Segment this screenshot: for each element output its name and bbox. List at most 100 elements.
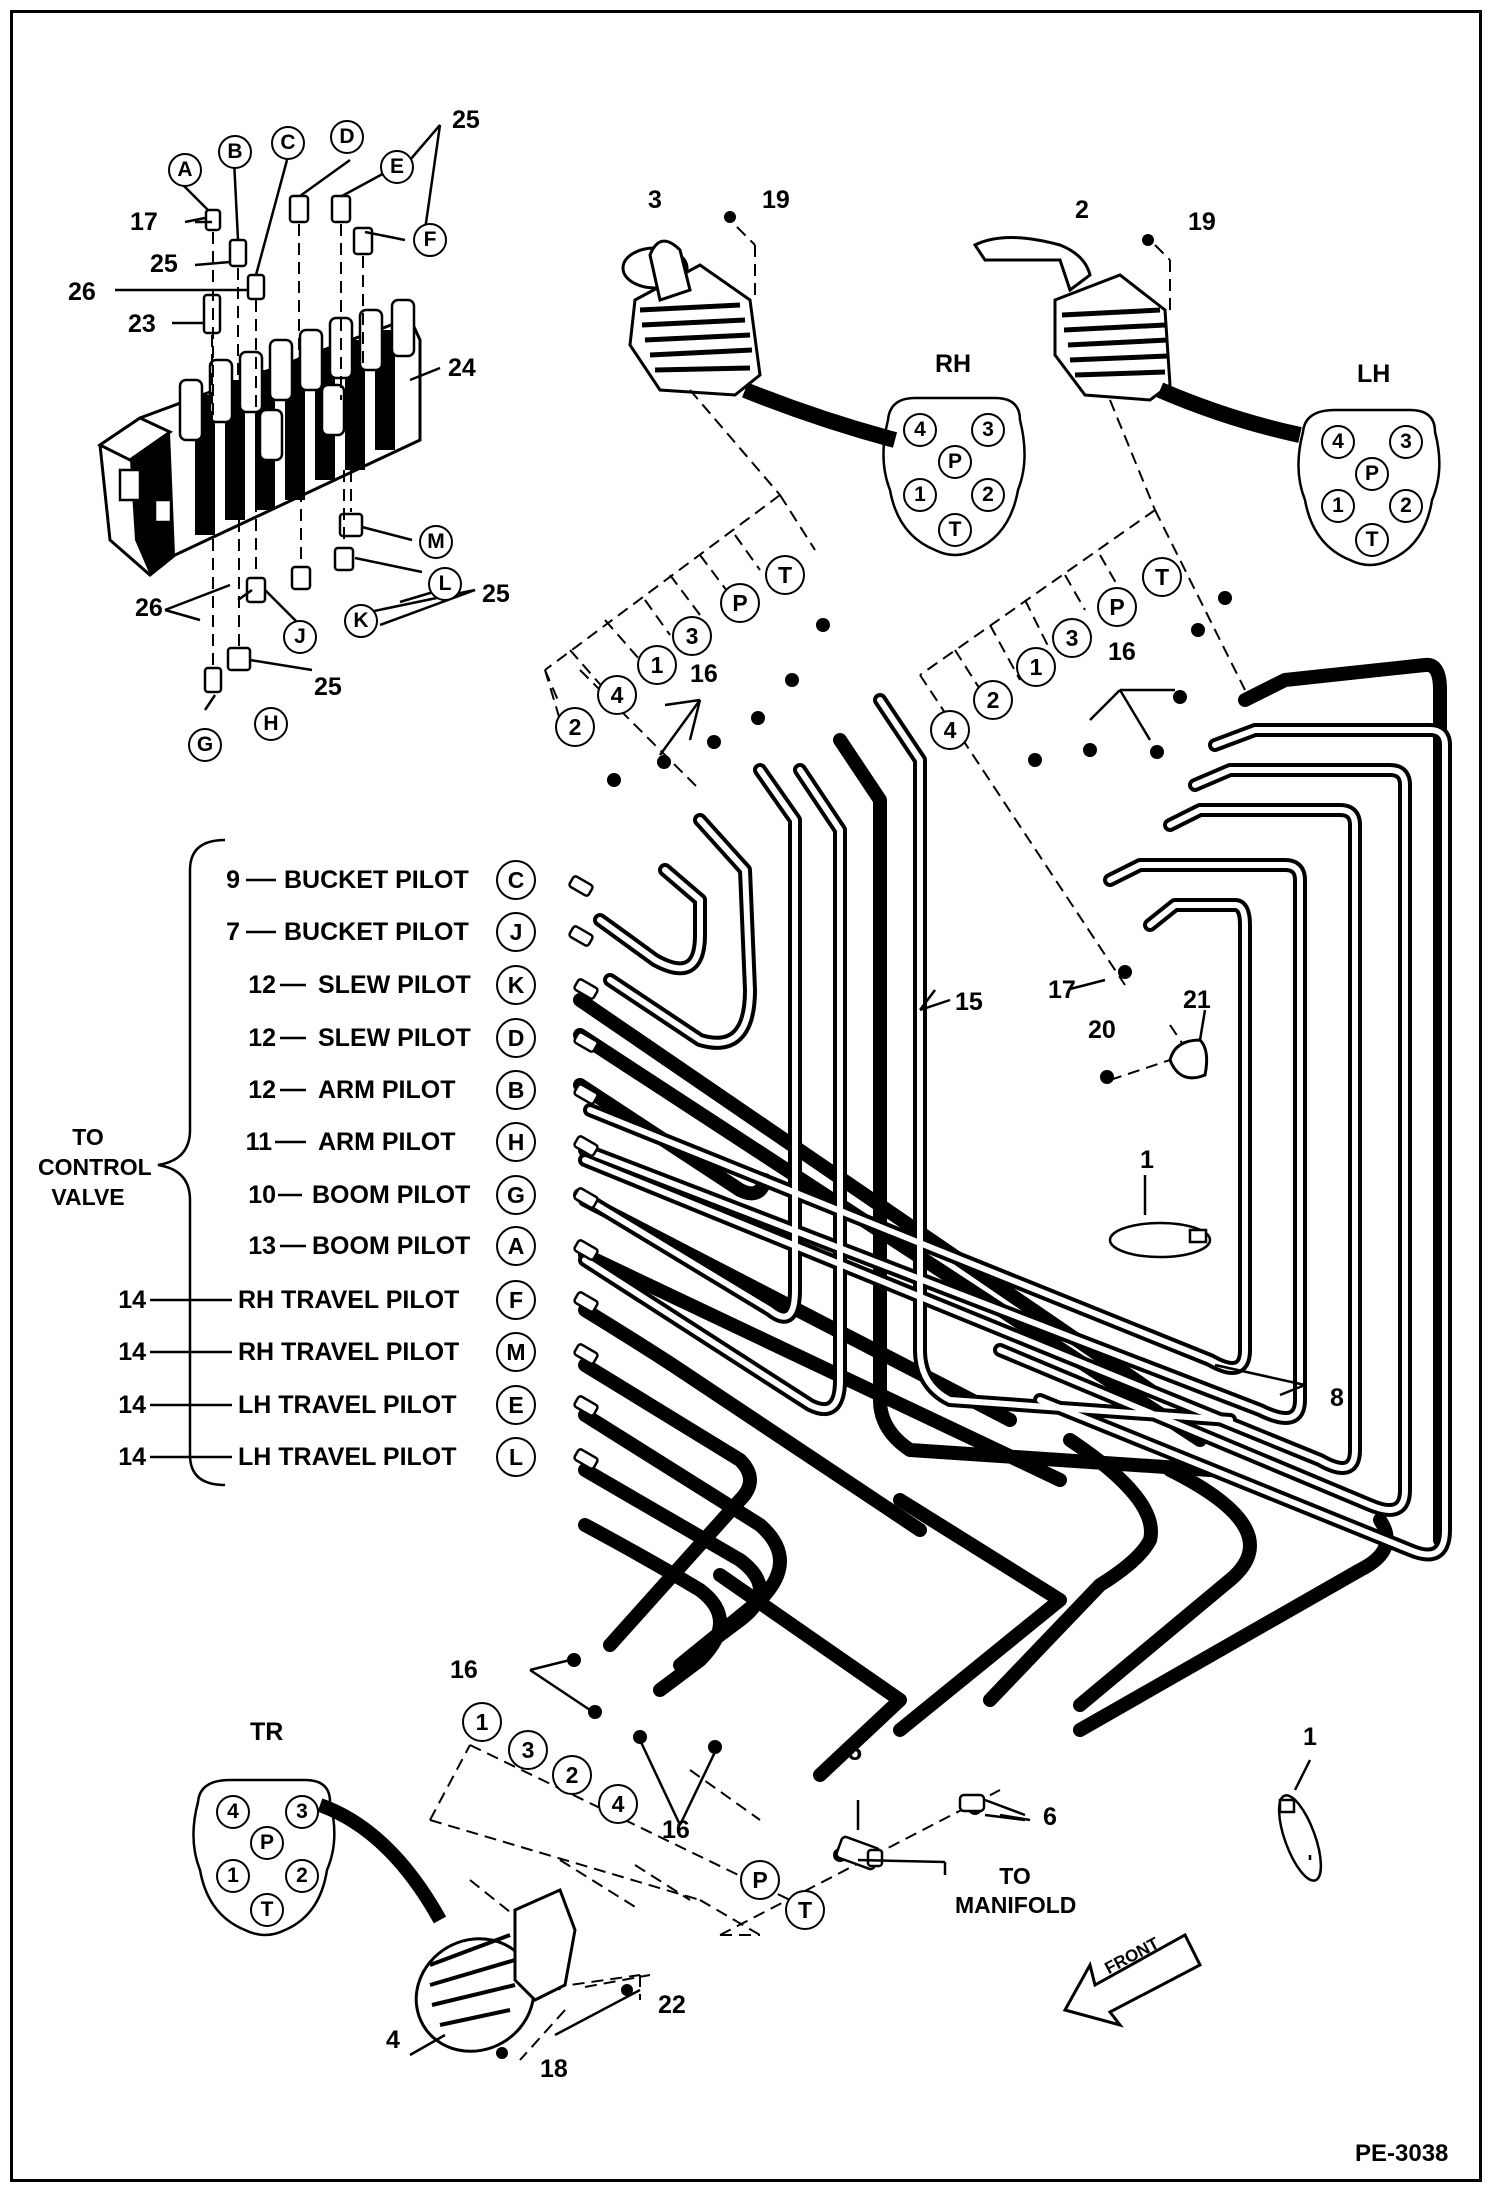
rh-port-t: T (765, 555, 805, 595)
tr-connector-outline (192, 1778, 336, 1937)
valve-port-a: A (168, 153, 202, 187)
to-control-valve-line1: TO (72, 1124, 104, 1150)
rh-connector-title: RH (935, 350, 972, 378)
pilot-name-k: SLEW PILOT (318, 971, 471, 999)
front-arrow (1062, 1932, 1203, 2028)
hose-clamp (1109, 1009, 1209, 1081)
rh-pin-3: 3 (971, 413, 1005, 447)
valve-port-f: F (413, 223, 447, 257)
callout-25-right: 25 (482, 580, 510, 608)
pilot-num-f: 14 (118, 1286, 146, 1314)
rh-pin-1: 1 (903, 478, 937, 512)
callout-17-valve: 17 (130, 208, 158, 236)
lh-connector-title: LH (1357, 360, 1391, 388)
pilot-num-g: 10 (248, 1181, 276, 1209)
valve-port-k: K (344, 604, 378, 638)
rh-port-1: 1 (637, 645, 677, 685)
lh-connector-outline (1297, 408, 1441, 567)
pilot-port-m: M (496, 1332, 536, 1372)
pilot-port-h: H (496, 1122, 536, 1162)
cable-tie (1108, 1175, 1323, 1882)
pilot-num-h: 11 (245, 1128, 272, 1156)
callout-1-upper: 1 (1140, 1146, 1154, 1174)
callout-26-top: 26 (68, 278, 96, 306)
rh-pin-t: T (938, 513, 972, 547)
pilot-port-b: B (496, 1070, 536, 1110)
lh-pin-3: 3 (1389, 425, 1423, 459)
callout-6: 6 (1043, 1803, 1057, 1831)
tr-pin-1: 1 (216, 1859, 250, 1893)
callout-1-lower: 1 (1303, 1723, 1317, 1751)
callout-25-bottom: 25 (314, 673, 342, 701)
tr-port-t: T (785, 1890, 825, 1930)
callout-18: 18 (540, 2055, 568, 2083)
pilot-name-a: BOOM PILOT (312, 1232, 471, 1260)
callout-16-lh: 16 (1108, 638, 1136, 666)
callout-24: 24 (448, 354, 476, 382)
to-control-valve-label: TO CONTROL VALVE (38, 1122, 152, 1212)
callout-8: 8 (1330, 1384, 1344, 1412)
valve-port-c: C (271, 126, 305, 160)
rh-port-p: P (720, 583, 760, 623)
pilot-name-h: ARM PILOT (318, 1128, 456, 1156)
callout-16-tr-top: 16 (450, 1656, 478, 1684)
tr-port-3: 3 (508, 1730, 548, 1770)
pilot-name-e: LH TRAVEL PILOT (238, 1391, 457, 1419)
lh-port-3: 3 (1052, 618, 1092, 658)
tr-connector-title: TR (250, 1718, 284, 1746)
pilot-num-k: 12 (248, 971, 276, 999)
tr-pin-p: P (250, 1826, 284, 1860)
valve-port-e: E (380, 150, 414, 184)
pilot-num-l: 14 (118, 1443, 146, 1471)
travel-control-body (317, 1798, 641, 2061)
callout-4: 4 (386, 2026, 400, 2054)
pilot-port-e: E (496, 1385, 536, 1425)
pilot-num-a: 13 (248, 1232, 276, 1260)
callout-leaders (184, 216, 1312, 1860)
callout-25-top: 25 (452, 106, 480, 134)
lh-port-t: T (1142, 557, 1182, 597)
lh-port-p: P (1097, 587, 1137, 627)
callout-2: 2 (1075, 196, 1089, 224)
pilot-port-c: C (496, 860, 536, 900)
rh-connector-outline (882, 396, 1026, 557)
tr-port-2: 2 (552, 1755, 592, 1795)
small-hardware (496, 211, 1154, 2059)
elbow-fitting (958, 1793, 1026, 1822)
rh-port-4: 4 (597, 675, 637, 715)
to-manifold-label: TO MANIFOLD (955, 1862, 1076, 1920)
valve-port-b: B (218, 135, 252, 169)
lh-pin-t: T (1355, 523, 1389, 557)
callout-23: 23 (128, 310, 156, 338)
callout-15: 15 (955, 988, 983, 1016)
lh-pin-2: 2 (1389, 489, 1423, 523)
callout-5: 5 (848, 1738, 862, 1766)
callout-21: 21 (1183, 986, 1211, 1014)
lh-port-1: 1 (1016, 647, 1056, 687)
rh-pin-p: P (938, 445, 972, 479)
callout-25-left: 25 (150, 250, 178, 278)
rh-pin-4: 4 (903, 413, 937, 447)
callout-16-rh: 16 (690, 660, 718, 688)
lh-joystick-body (972, 236, 1302, 443)
lh-port-2: 2 (973, 680, 1013, 720)
pilot-port-j: J (496, 912, 536, 952)
callout-22: 22 (658, 1991, 686, 2019)
tr-pin-4: 4 (216, 1795, 250, 1829)
lh-pin-1: 1 (1321, 489, 1355, 523)
valve-port-m: M (419, 525, 453, 559)
valve-port-h: H (254, 707, 288, 741)
callout-20: 20 (1088, 1016, 1116, 1044)
valve-dashed-leaders (211, 224, 364, 666)
rh-port-3: 3 (672, 616, 712, 656)
control-valve-body (97, 298, 422, 577)
tr-port-4: 4 (598, 1784, 638, 1824)
rh-pin-2: 2 (971, 478, 1005, 512)
pilot-num-d: 12 (248, 1024, 276, 1052)
control-valve-brace (157, 838, 226, 1487)
tee-fitting (835, 1800, 947, 1875)
valve-port-j: J (283, 620, 317, 654)
pilot-name-l: LH TRAVEL PILOT (238, 1443, 457, 1471)
pilot-name-j: BUCKET PILOT (284, 918, 469, 946)
